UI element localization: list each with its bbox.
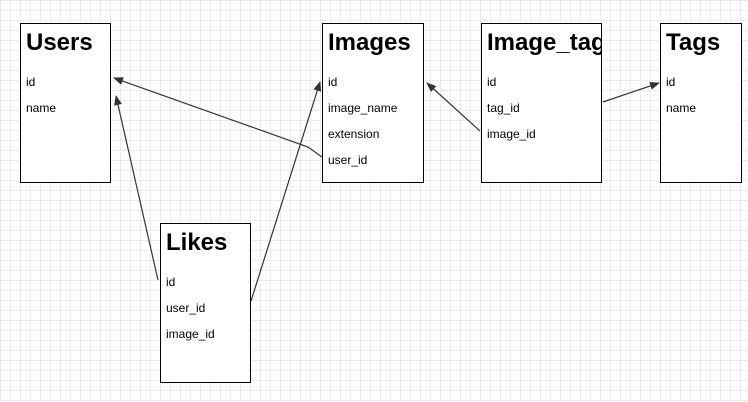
field-image-id: image_id — [487, 127, 536, 141]
table-title: Users — [26, 29, 93, 56]
field-image-id: image_id — [166, 327, 215, 341]
table-title: Images — [328, 29, 411, 56]
table-images[interactable]: Images id image_name extension user_id — [322, 23, 424, 183]
images-user-id-to-users-arrow — [113, 77, 323, 158]
field-id: id — [26, 75, 36, 89]
table-users[interactable]: Users id name — [20, 23, 111, 183]
field-image-name: image_name — [328, 101, 398, 115]
table-title: Likes — [166, 229, 228, 256]
table-likes[interactable]: Likes id user_id image_id — [160, 223, 251, 383]
field-id: id — [166, 275, 176, 289]
likes-id-to-users-arrow — [114, 95, 159, 281]
table-image-tag[interactable]: Image_tag id tag_id image_id — [481, 23, 602, 183]
field-name: name — [26, 101, 57, 115]
table-title: Tags — [666, 29, 721, 56]
field-name: name — [666, 101, 697, 115]
table-tags[interactable]: Tags id name — [660, 23, 742, 183]
field-id: id — [328, 75, 338, 89]
field-user-id: user_id — [328, 153, 368, 167]
image-tag-image-id-to-images-arrow — [426, 82, 481, 132]
likes-image-id-to-images-arrow — [250, 81, 322, 302]
table-title: Image_tag — [487, 29, 602, 56]
field-user-id: user_id — [166, 301, 206, 315]
field-id: id — [487, 75, 497, 89]
field-tag-id: tag_id — [487, 101, 520, 115]
field-id: id — [666, 75, 676, 89]
field-extension: extension — [328, 127, 380, 141]
image-tag-tag-id-to-tags-arrow — [602, 82, 660, 103]
